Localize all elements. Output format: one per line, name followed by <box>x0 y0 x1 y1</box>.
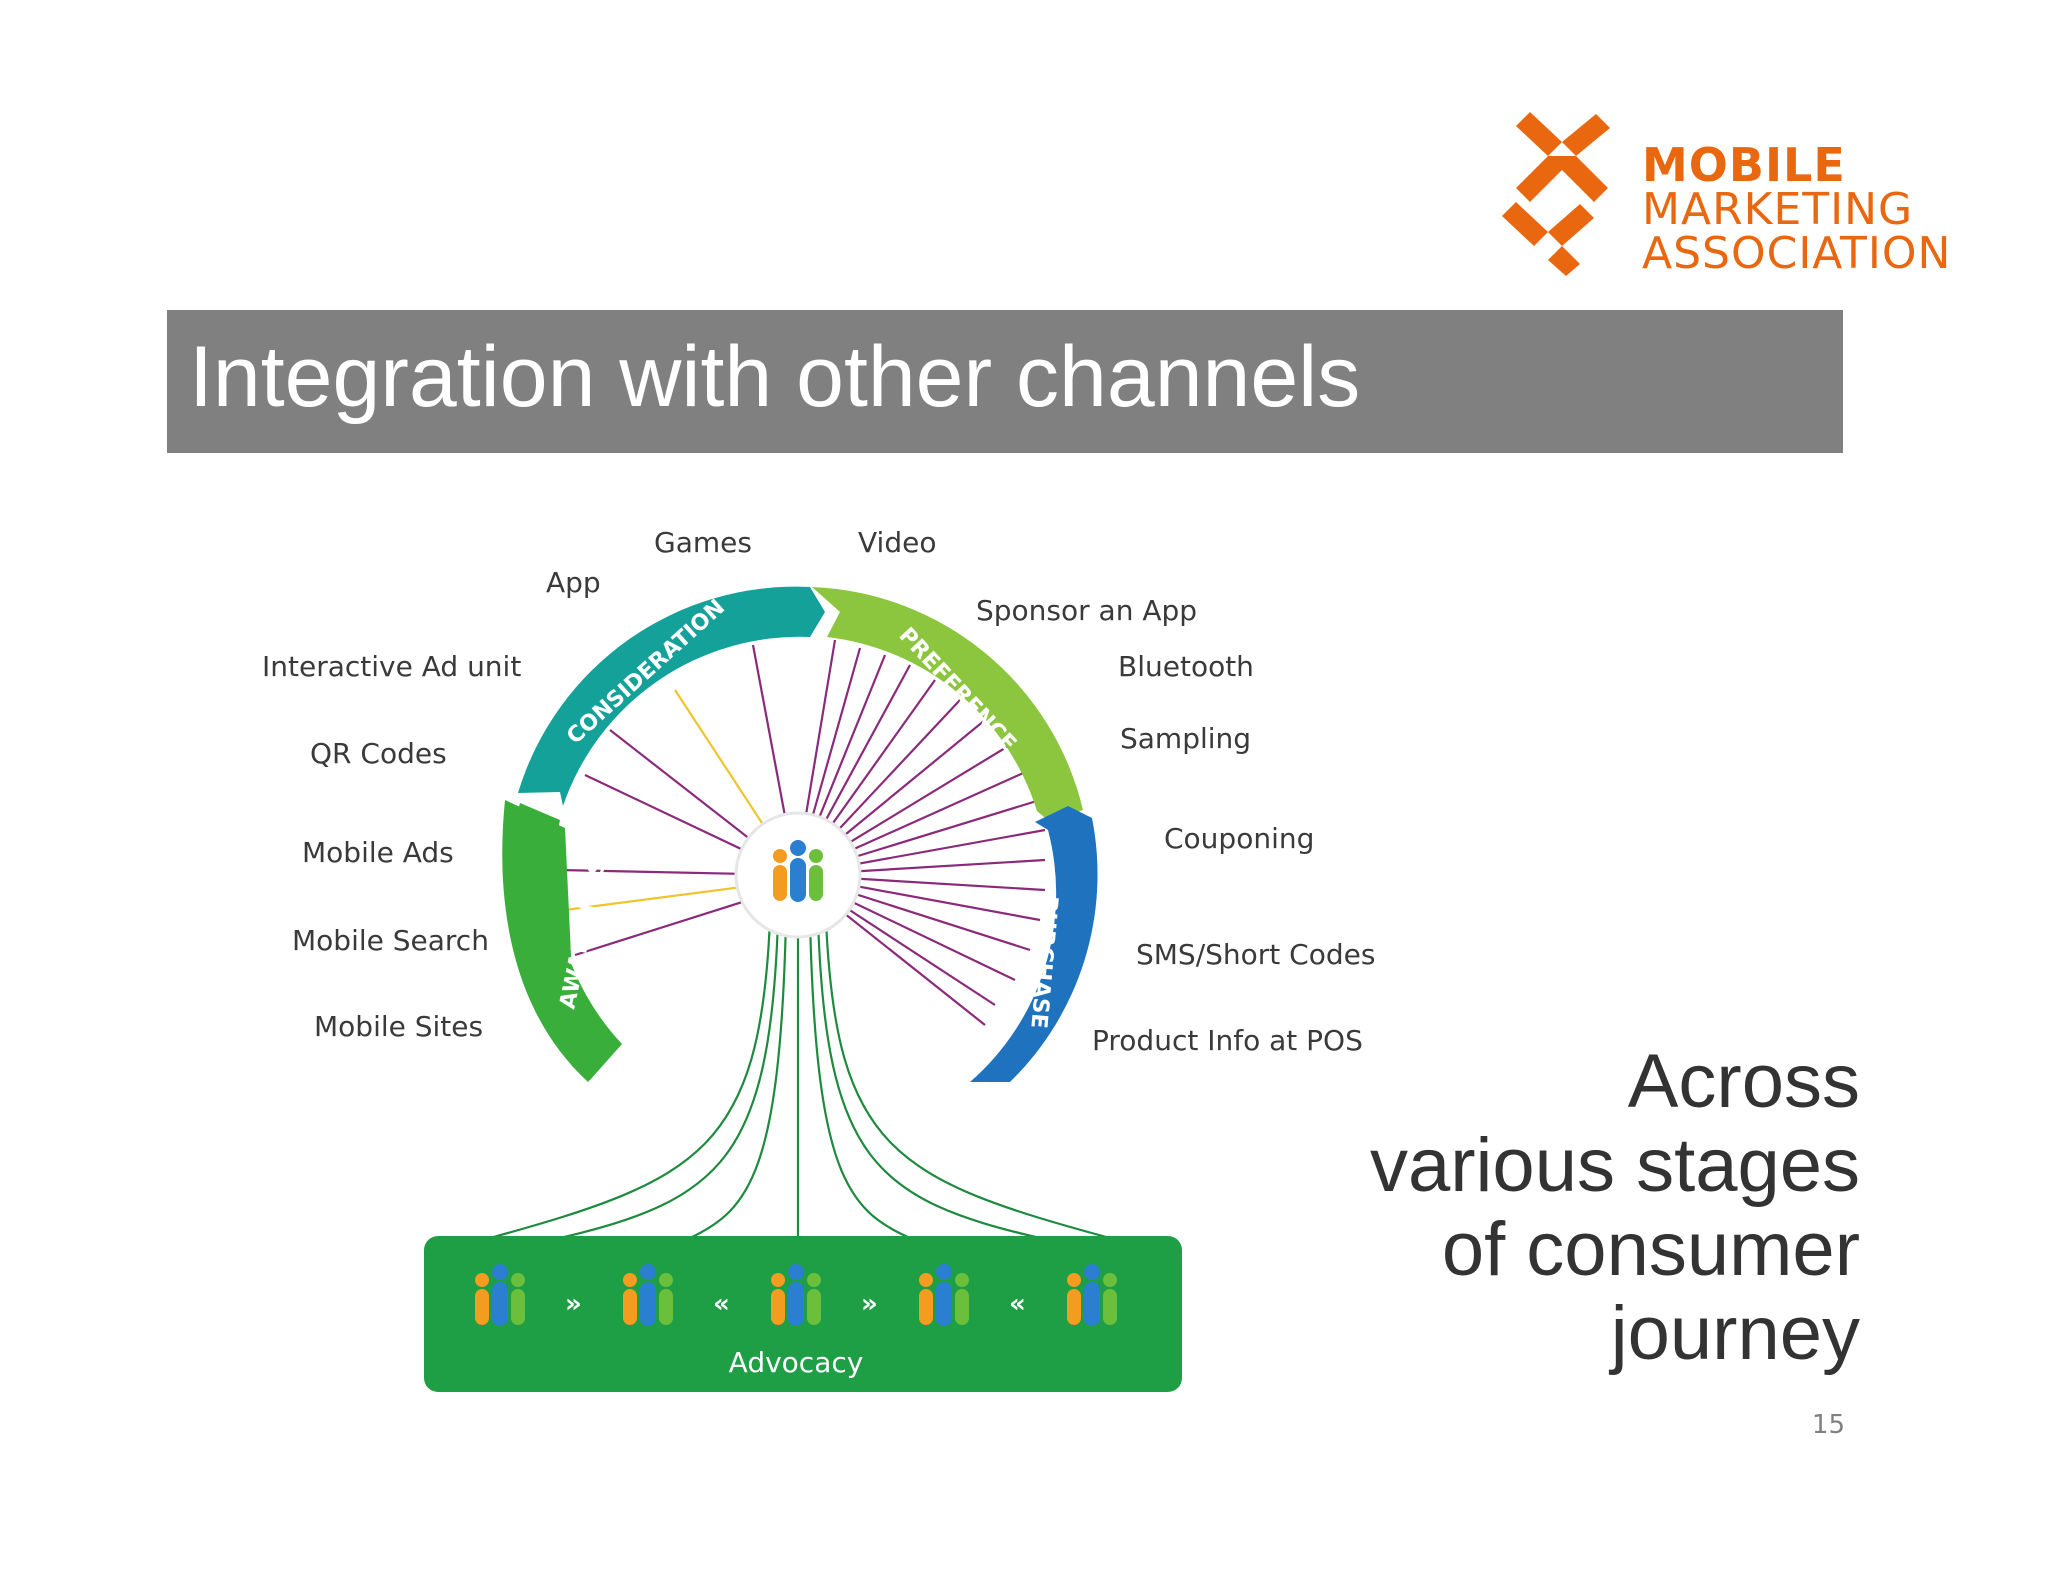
channel-label-couponing: Couponing <box>1164 822 1314 855</box>
page-number: 15 <box>1811 1410 1845 1440</box>
caption-line-1: Across <box>1627 1039 1860 1124</box>
advocacy-box: » « » « Advocacy <box>424 1236 1182 1392</box>
advocacy-group-icon-5 <box>1067 1264 1117 1326</box>
advocacy-label: Advocacy <box>729 1346 864 1379</box>
channel-label-product-info-at-pos: Product Info at POS <box>1092 1024 1363 1057</box>
logo-wordmark: MOBILE MARKETING ASSOCIATION <box>1642 142 1951 276</box>
advocacy-separator-2: « <box>713 1289 730 1319</box>
consideration-arc: CONSIDERATION <box>518 586 825 806</box>
slide-caption: Across various stages of consumer journe… <box>1300 1040 1860 1376</box>
channel-label-mobile-ads: Mobile Ads <box>302 836 454 869</box>
mma-logo-mark <box>1502 112 1610 276</box>
logo-line-3: ASSOCIATION <box>1642 228 1952 279</box>
mma-logo: MOBILE MARKETING ASSOCIATION <box>1500 108 1950 278</box>
advocacy-group-icon-1 <box>475 1264 525 1326</box>
purchase-arc: PURCHASE <box>970 806 1098 1082</box>
logo-line-2: MARKETING <box>1642 184 1914 235</box>
stage-label-consideration: CONSIDERATION <box>562 595 730 750</box>
channel-labels-right: Video Sponsor an App Bluetooth Sampling … <box>858 526 1375 1057</box>
advocacy-group-icon-2 <box>623 1264 673 1326</box>
channel-label-video: Video <box>858 526 936 559</box>
advocacy-group-icon-3 <box>771 1264 821 1326</box>
channel-label-sms-short-codes: SMS/Short Codes <box>1136 938 1375 971</box>
caption-line-4: journey <box>1610 1291 1860 1376</box>
advocacy-group-icon-4 <box>919 1264 969 1326</box>
advocacy-separator-1: » <box>565 1289 582 1319</box>
title-bar: Integration with other channels <box>167 310 1843 453</box>
consumer-hub <box>734 811 862 939</box>
caption-line-2: various stages <box>1369 1123 1860 1208</box>
channel-labels-left: Games App Interactive Ad unit QR Codes M… <box>262 526 752 1043</box>
advocacy-branch-lines <box>489 919 1111 1240</box>
logo-line-1: MOBILE <box>1642 138 1846 192</box>
channel-label-games: Games <box>654 526 752 559</box>
advocacy-separator-4: « <box>1009 1289 1026 1319</box>
slide-title: Integration with other channels <box>189 329 1361 425</box>
channel-label-mobile-sites: Mobile Sites <box>314 1010 483 1043</box>
channel-label-qr-codes: QR Codes <box>310 737 447 770</box>
channel-label-sponsor-an-app: Sponsor an App <box>976 594 1197 627</box>
advocacy-separator-3: » <box>861 1289 878 1319</box>
channel-label-sampling: Sampling <box>1120 722 1251 755</box>
channel-label-app: App <box>546 566 601 599</box>
awareness-arc: AWARENESS <box>502 800 622 1082</box>
consumer-group-icon <box>773 840 823 902</box>
channel-label-interactive-ad-unit: Interactive Ad unit <box>262 650 521 683</box>
caption-line-3: of consumer <box>1441 1207 1860 1292</box>
channel-label-bluetooth: Bluetooth <box>1118 650 1254 683</box>
channel-label-mobile-search: Mobile Search <box>292 924 489 957</box>
